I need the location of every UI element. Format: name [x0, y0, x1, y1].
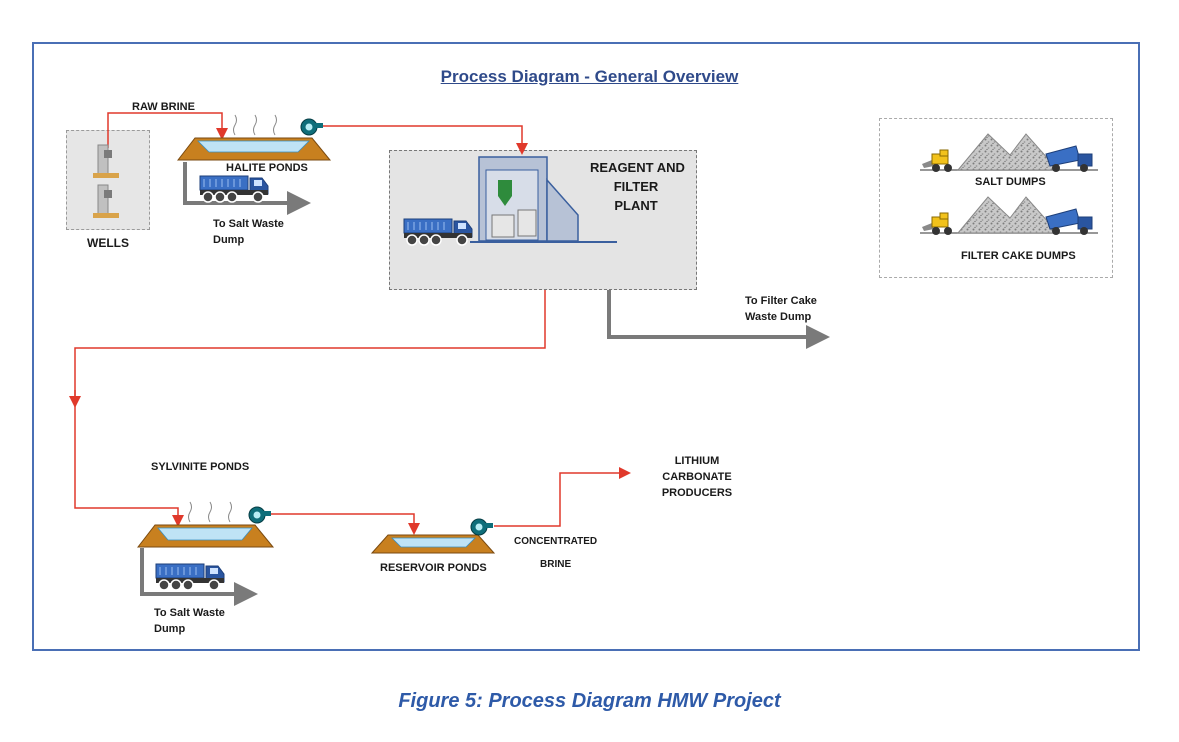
brine-label: BRINE	[540, 559, 572, 570]
reservoir-to-lithium-flow	[494, 467, 631, 527]
halite-waste-flow	[183, 162, 311, 215]
sylvinite-ponds-label: SYLVINITE PONDS	[151, 461, 250, 473]
pile-icon	[956, 196, 1060, 234]
filter-cake-dumps-label: FILTER CAKE DUMPS	[961, 250, 1076, 262]
well-icon	[93, 144, 119, 178]
truck-icon	[199, 175, 269, 203]
pump-icon	[248, 506, 272, 524]
wells-label: WELLS	[87, 236, 129, 250]
to-filter-cake-label-1: To Filter Cake	[745, 295, 817, 307]
dump-label-1: Dump	[213, 234, 245, 246]
dump-label-2: Dump	[154, 623, 186, 635]
concentrated-label: CONCENTRATED	[514, 536, 598, 547]
diagram-frame	[32, 42, 1140, 651]
truck-icon	[155, 563, 225, 591]
lithium-label-2: CARBONATE	[662, 471, 732, 483]
plant-icon	[470, 156, 617, 243]
lithium-label-3: PRODUCERS	[661, 487, 733, 499]
loader-icon	[921, 149, 953, 173]
truck-icon	[1045, 208, 1093, 236]
diagram-title: Process Diagram - General Overview	[440, 67, 739, 86]
to-salt-waste-label-2: To Salt Waste	[154, 607, 225, 619]
sylvinite-pond	[136, 501, 275, 548]
pump-icon	[300, 118, 324, 136]
truck-icon	[1045, 145, 1093, 173]
truck-icon	[403, 218, 473, 246]
reagent-plant-label-1: REAGENT AND	[590, 160, 685, 175]
raw-brine-flow	[107, 112, 228, 148]
to-salt-waste-label-1: To Salt Waste	[213, 218, 284, 230]
loader-icon	[921, 212, 953, 236]
halite-ponds-label: HALITE PONDS	[226, 162, 308, 174]
sylvinite-waste-flow	[140, 548, 258, 606]
reagent-plant-label-3: PLANT	[614, 198, 658, 213]
plant-waste-flow	[607, 290, 830, 349]
salt-dumps-label: SALT DUMPS	[975, 176, 1046, 188]
figure-caption: Figure 5: Process Diagram HMW Project	[398, 690, 781, 712]
raw-brine-label: RAW BRINE	[132, 101, 195, 113]
halite-to-plant-flow	[318, 125, 528, 155]
lithium-label-1: LITHIUM	[674, 455, 720, 467]
well-icon	[93, 184, 119, 218]
reservoir-ponds-label: RESERVOIR PONDS	[380, 562, 487, 574]
reagent-plant-label-2: FILTER	[613, 179, 659, 194]
to-filter-cake-label-2: Waste Dump	[745, 311, 812, 323]
pump-icon	[470, 518, 494, 536]
pile-icon	[956, 133, 1060, 171]
halite-pond	[176, 114, 332, 161]
sylvinite-to-reservoir-flow	[262, 513, 420, 535]
plant-to-sylvinite-flow	[74, 290, 546, 527]
reservoir-pond	[370, 534, 496, 554]
